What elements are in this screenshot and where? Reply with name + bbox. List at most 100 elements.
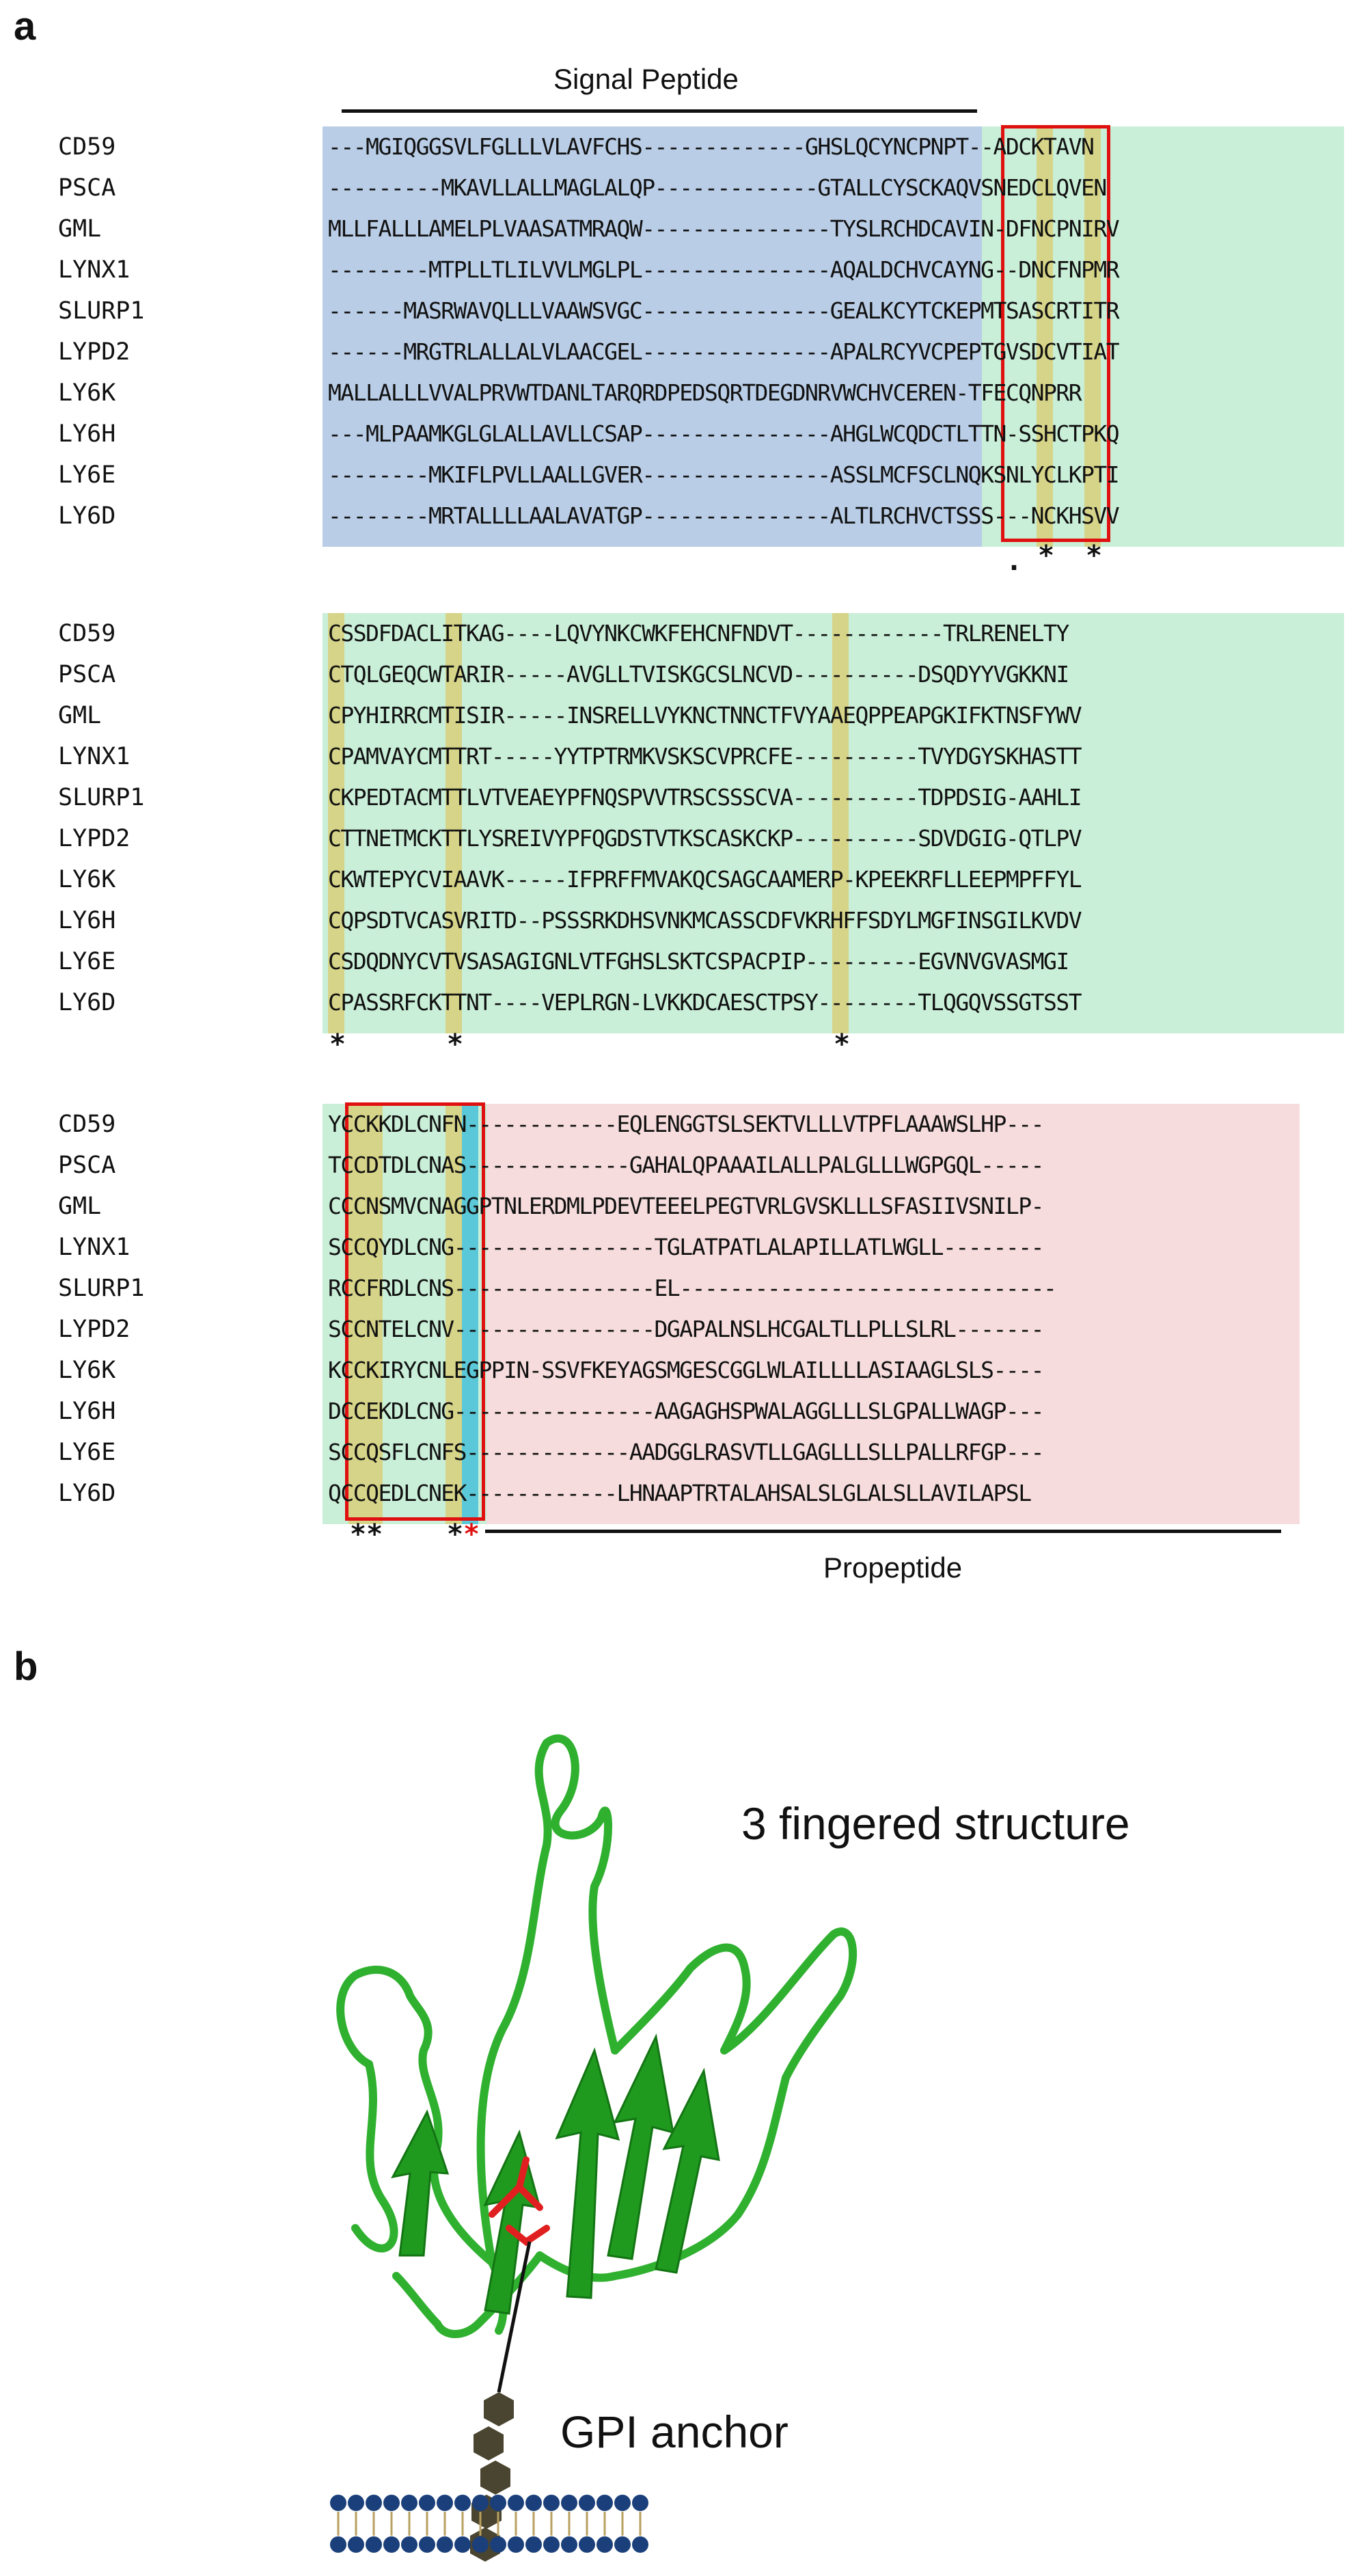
lipid-head [597, 2495, 613, 2511]
sequence-residues: --------MRTALLLLAALAVATGP---------------… [328, 502, 1120, 529]
lipid-head [401, 2495, 417, 2511]
beta-strands [391, 2033, 720, 2315]
sequence-residues: TCCDTDLCNAS-------------GAHALQPAAAILALLP… [328, 1152, 1044, 1178]
sequence-residues: CCCNSMVCNAGGPTNLERDMLPDEVTEEELPEGTVRLGVS… [328, 1193, 1044, 1219]
sequence-name: LY6H [58, 1398, 116, 1425]
lipid-head [632, 2536, 648, 2553]
three-finger-structure-label: 3 fingered structure [741, 1798, 1130, 1849]
lipid-head [490, 2536, 506, 2553]
sequence-residues: CTTNETMCKTTLYSREIVYPFQGDSTVTKSCASKCKP---… [328, 825, 1082, 852]
cys-highlight [328, 613, 344, 1033]
lipid-head [597, 2536, 613, 2553]
panel-b-letter: b [14, 1644, 38, 1689]
sequence-name: LY6H [58, 420, 116, 448]
sequence-residues: CPASSRFCKTTNT----VEPLRGN-LVKKDCAESCTPSY-… [328, 989, 1082, 1016]
lipid-head [437, 2536, 453, 2553]
sequence-name: PSCA [58, 174, 116, 202]
sequence-name: LYPD2 [58, 825, 131, 852]
sequence-name: LY6D [58, 502, 116, 530]
conserved-motif-box [1001, 125, 1110, 542]
lipid-head [525, 2536, 542, 2553]
sequence-name: LY6K [58, 379, 116, 407]
sequence-residues: SCCQYDLCNG----------------TGLATPATLALAPI… [328, 1234, 1044, 1260]
sequence-name: LY6E [58, 1439, 116, 1466]
omega-site-mark: * [463, 1519, 480, 1550]
sequence-residues: ------MRGTRLALLALVLAACGEL---------------… [328, 338, 1120, 365]
lipid-head [348, 2495, 364, 2511]
lipid-head [543, 2536, 560, 2553]
sequence-name: GML [58, 702, 102, 729]
sequence-name: PSCA [58, 1152, 116, 1179]
cys-highlight [1084, 126, 1101, 547]
lipid-head [383, 2536, 400, 2553]
cys-highlight [348, 1104, 383, 1524]
sequence-residues: MALLALLLVVALPRVWTDANLTARQRDPEDSQRTDEGDNR… [328, 379, 1082, 406]
sequence-residues: SCCNTELCNV----------------DGAPALNSLHCGAL… [328, 1316, 1044, 1342]
sequence-residues: CTQLGEQCWTARIR-----AVGLLTVISKGCSLNCVD---… [328, 661, 1069, 688]
sequence-residues: ---------MKAVLLALLMAGLALQP-------------G… [328, 174, 1107, 201]
conservation-mark: * [329, 1029, 346, 1060]
sequence-residues: CPAMVAYCMTTRT-----YYTPTRMKVSKSCVPRCFE---… [328, 743, 1082, 770]
gpi-anchor-label: GPI anchor [560, 2406, 789, 2457]
sequence-name: LY6E [58, 948, 116, 975]
conservation-mark: * [1038, 540, 1055, 571]
lipid-head [525, 2495, 542, 2511]
conservation-mark: * [447, 1029, 464, 1060]
sequence-name: LY6K [58, 866, 116, 893]
lipid-head [490, 2495, 506, 2511]
lipid-head [383, 2495, 400, 2511]
sequence-residues: ---MGIQGGSVLFGLLLVLAVFCHS-------------GH… [328, 133, 1095, 160]
sequence-name: CD59 [58, 133, 116, 161]
lipid-head [437, 2495, 453, 2511]
gpi-anchor-glycan [470, 2392, 514, 2562]
panel-a-letter: a [14, 4, 36, 49]
sequence-residues: ------MASRWAVQLLLVAAWSVGC---------------… [328, 297, 1120, 324]
conservation-mark: . [1006, 545, 1023, 577]
sequence-name: SLURP1 [58, 784, 145, 811]
lipid-head [561, 2536, 577, 2553]
protein-structure-illustration [330, 1734, 858, 2562]
sequence-name: LY6H [58, 907, 116, 934]
disulfide-bonds [489, 2156, 550, 2247]
lipid-head [579, 2495, 595, 2511]
sequence-residues: SCCQSFLCNFS-------------AADGGLRASVTLLGAG… [328, 1439, 1044, 1465]
sequence-name: LYPD2 [58, 1316, 131, 1343]
sequence-residues: CPYHIRRCMTISIR-----INSRELLVYKNCTNNCTFVYA… [328, 702, 1082, 729]
signal-peptide-bar [342, 109, 977, 113]
sequence-residues: DCCEKDLCNG----------------AAGAGHSPWALAGG… [328, 1398, 1044, 1424]
lipid-head [632, 2495, 648, 2511]
sequence-residues: --------MTPLLTLILVVLMGLPL---------------… [328, 256, 1120, 283]
sequence-name: LY6E [58, 461, 116, 489]
sequence-name: GML [58, 215, 102, 243]
lipid-head [348, 2536, 364, 2553]
membrane-bilayer [330, 2495, 648, 2553]
cys-highlight [446, 613, 462, 1033]
sequence-residues: --------MKIFLPVLLAALLGVER---------------… [328, 461, 1120, 488]
cys-highlight [1037, 126, 1053, 547]
sequence-name: PSCA [58, 661, 116, 688]
sequence-name: LY6D [58, 989, 116, 1016]
sequence-name: LYNX1 [58, 743, 131, 770]
signal-region-bg [323, 126, 982, 547]
sequence-residues: YCCKKDLCNFN------------EQLENGGTSLSEKTVLL… [328, 1111, 1044, 1137]
lipid-head [579, 2536, 595, 2553]
sequence-residues: KCCKIRYCNLEGPPIN-SSVFKEYAGSMGESCGGLWLAIL… [328, 1357, 1044, 1383]
lipid-head [330, 2495, 346, 2511]
conservation-mark: * [834, 1029, 851, 1060]
sequence-residues: ---MLPAAMKGLGLALLAVLLCSAP---------------… [328, 420, 1120, 447]
cys-highlight [832, 613, 849, 1033]
conservation-mark: ** [350, 1519, 383, 1550]
propeptide-bar [485, 1530, 1281, 1533]
sequence-name: LYNX1 [58, 1234, 131, 1261]
propeptide-region-bg [486, 1104, 1300, 1524]
lipid-head [614, 2536, 631, 2553]
sequence-name: LY6D [58, 1480, 116, 1507]
lipid-head [419, 2536, 435, 2553]
lipid-head [614, 2495, 631, 2511]
sequence-name: LY6K [58, 1357, 116, 1384]
conservation-mark: * [447, 1519, 464, 1550]
lipid-head [508, 2495, 524, 2511]
sequence-name: CD59 [58, 1111, 116, 1138]
sequence-residues: CSDQDNYCVTVSASAGIGNLVTFGHSLSKTCSPACPIP--… [328, 948, 1069, 975]
sequence-name: LYPD2 [58, 338, 131, 366]
